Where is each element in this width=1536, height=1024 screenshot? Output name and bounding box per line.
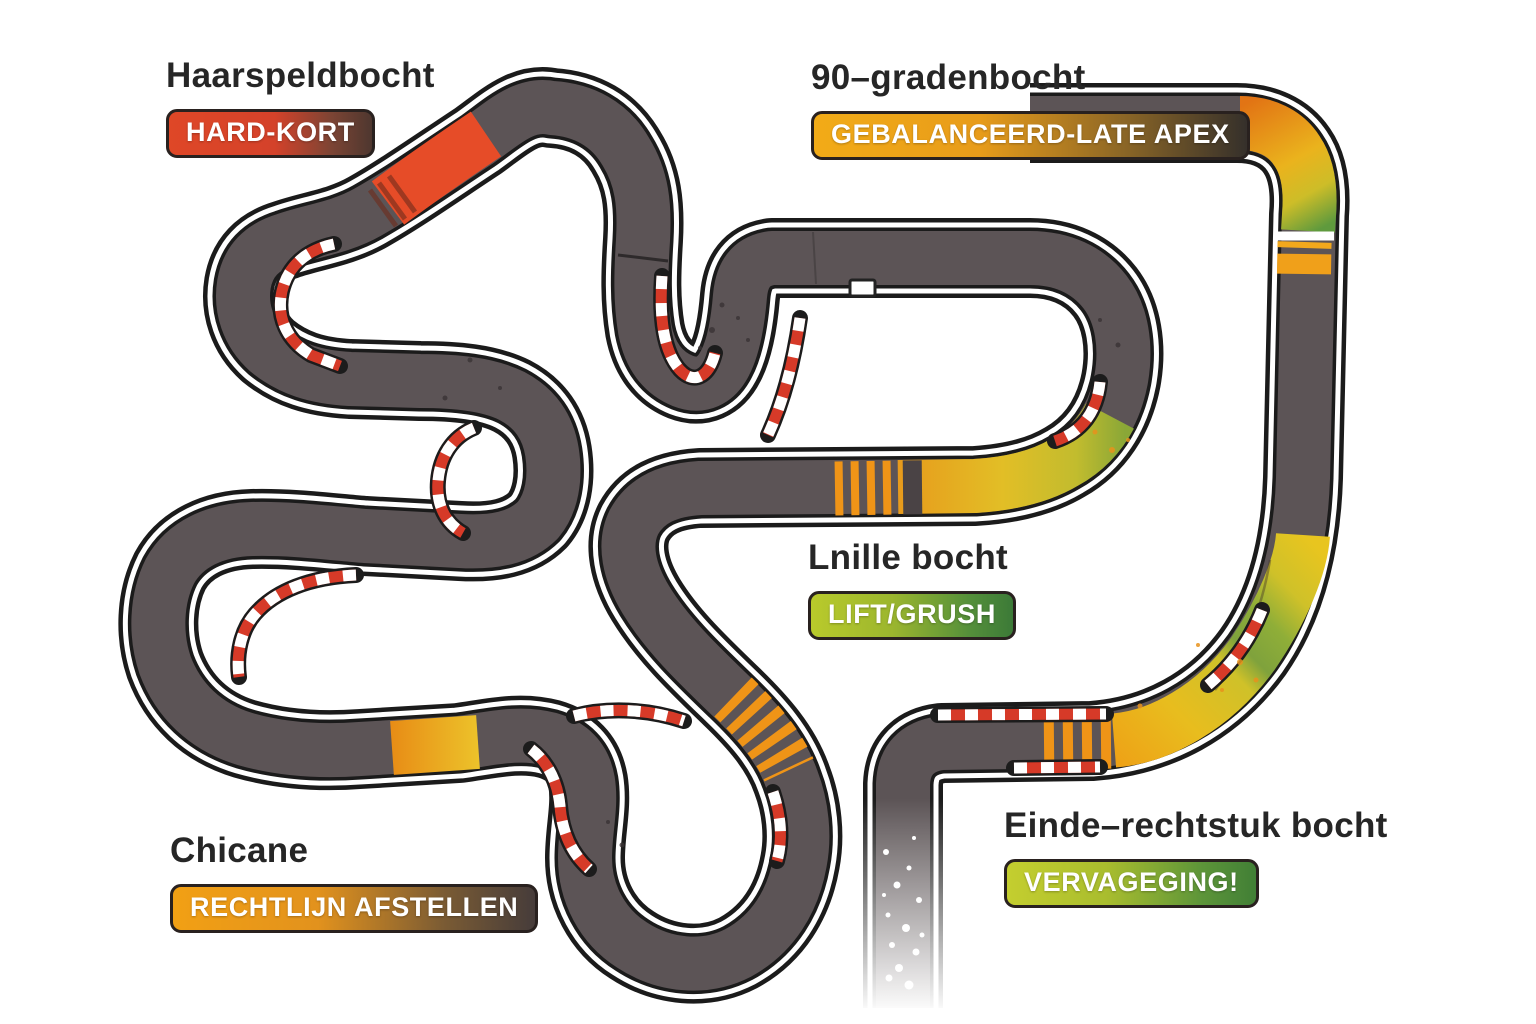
corner-heading: Haarspeldbocht [166, 56, 435, 95]
corner-label-chicane: Chicane RECHTLIJN AFSTELLEN [170, 831, 539, 933]
corner-heading: Chicane [170, 831, 309, 870]
fade-dots [882, 836, 925, 990]
brake-zone-red [371, 111, 502, 225]
corner-badge: VERVAGEGING! [1004, 859, 1259, 908]
corner-label-end-straight: Einde–rechtstuk bocht VERVAGEGING! [1004, 806, 1388, 908]
corner-heading: Einde–rechtstuk bocht [1004, 806, 1388, 845]
track-marker [848, 278, 877, 298]
speed-zone-mid [897, 402, 1134, 514]
corner-badge: GEBALANCEERD-LATE APEX [811, 111, 1250, 160]
speed-zone-top-corner [1238, 96, 1337, 233]
corner-label-fast: Lnille bocht LIFT/GRUSH [808, 538, 1016, 640]
track-sparkles [1092, 429, 1259, 709]
track-speckles [442, 302, 1121, 848]
corner-label-ninety: 90–gradenbocht GEBALANCEERD-LATE APEX [811, 58, 1250, 160]
corner-heading: Lnille bocht [808, 538, 1008, 577]
corner-heading: 90–gradenbocht [811, 58, 1086, 97]
track-surface-overlays [367, 96, 1337, 782]
corner-label-hairpin: Haarspeldbocht HARD-KORT [166, 56, 435, 158]
setup-zone-orange [389, 715, 480, 775]
brake-marks [367, 174, 418, 228]
corner-badge: HARD-KORT [166, 109, 375, 158]
rumble-strips-mid [834, 460, 899, 516]
corner-badge: LIFT/GRUSH [808, 591, 1016, 640]
section-seam-2 [812, 231, 817, 285]
speed-zone-sweep [1111, 532, 1330, 768]
section-seam-1 [617, 253, 669, 263]
corner-badge: RECHTLIJN AFSTELLEN [170, 884, 539, 933]
